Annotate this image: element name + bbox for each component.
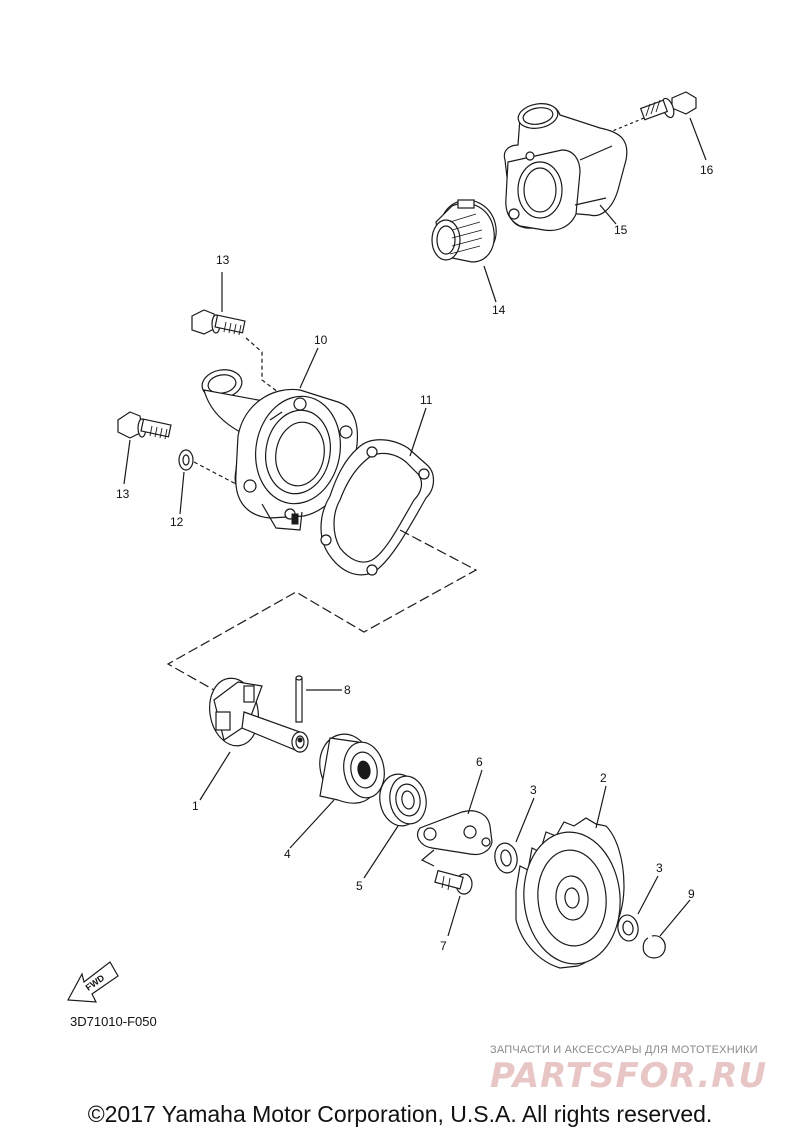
leader-line [123,439,131,485]
part-3-washer-a [494,842,518,874]
callout-14: 14 [492,303,506,317]
watermark-tagline: ЗАПЧАСТИ И АКСЕССУАРЫ ДЛЯ МОТОТЕХНИКИ [490,1044,758,1056]
part-13-bolt-lower [117,411,172,440]
part-15-thermostat-housing [503,103,628,232]
leader-line [467,769,483,815]
callout-16: 16 [700,163,714,177]
part-16-bolt [639,91,697,121]
callout-12: 12 [170,515,184,529]
part-5-bearing [379,773,427,827]
callout-8: 8 [344,683,351,697]
fwd-arrow-icon: FWD [67,961,119,1003]
leader-line [609,117,645,133]
part-12-washer [178,449,194,471]
callout-10: 10 [314,333,328,347]
part-10-pump-housing [201,369,359,531]
copyright-notice: ©2017 Yamaha Motor Corporation, U.S.A. A… [87,1101,713,1127]
leader-line [595,785,607,829]
leader-line [515,797,535,843]
callout-13-upper: 13 [216,253,230,267]
leader-line [659,899,691,937]
watermark-logo: PARTSFOR.RU [490,1056,768,1096]
leader-line [245,337,279,393]
leader-line [193,461,237,485]
callout-13-lower: 13 [116,487,130,501]
part-13-bolt-upper [191,309,246,336]
callout-7: 7 [440,939,447,953]
leader-line [483,265,497,303]
leader-line [637,875,659,915]
callout-4: 4 [284,847,291,861]
callout-3b: 3 [656,861,663,875]
part-8-pin [295,675,303,723]
leader-line [599,204,617,225]
part-11-gasket [320,439,435,576]
callout-2: 2 [600,771,607,785]
part-2-gear [515,817,625,969]
assembly-guide-line [166,529,478,691]
leader-line [409,407,427,457]
part-3-washer-b [617,914,639,942]
callout-11: 11 [420,393,433,407]
part-1-impeller [209,677,309,753]
leader-line [689,117,707,161]
callout-15: 15 [614,223,628,237]
leader-line [363,825,399,879]
leader-line [289,799,335,849]
leader-line [447,895,461,937]
part-14-thermostat [431,199,497,263]
part-9-circlip [642,935,666,959]
callout-6: 6 [476,755,483,769]
drawing-code: 3D71010-F050 [70,1014,157,1029]
part-4-oil-seal [319,733,385,804]
callout-5: 5 [356,879,363,893]
leader-line [199,751,231,801]
part-7-bolt [434,869,473,895]
leader-line [420,849,435,867]
leader-line [299,347,319,389]
callout-9: 9 [688,887,695,901]
leader-line [179,471,185,515]
callout-1: 1 [192,799,199,813]
part-6-plate [417,810,493,856]
callout-3a: 3 [530,783,537,797]
